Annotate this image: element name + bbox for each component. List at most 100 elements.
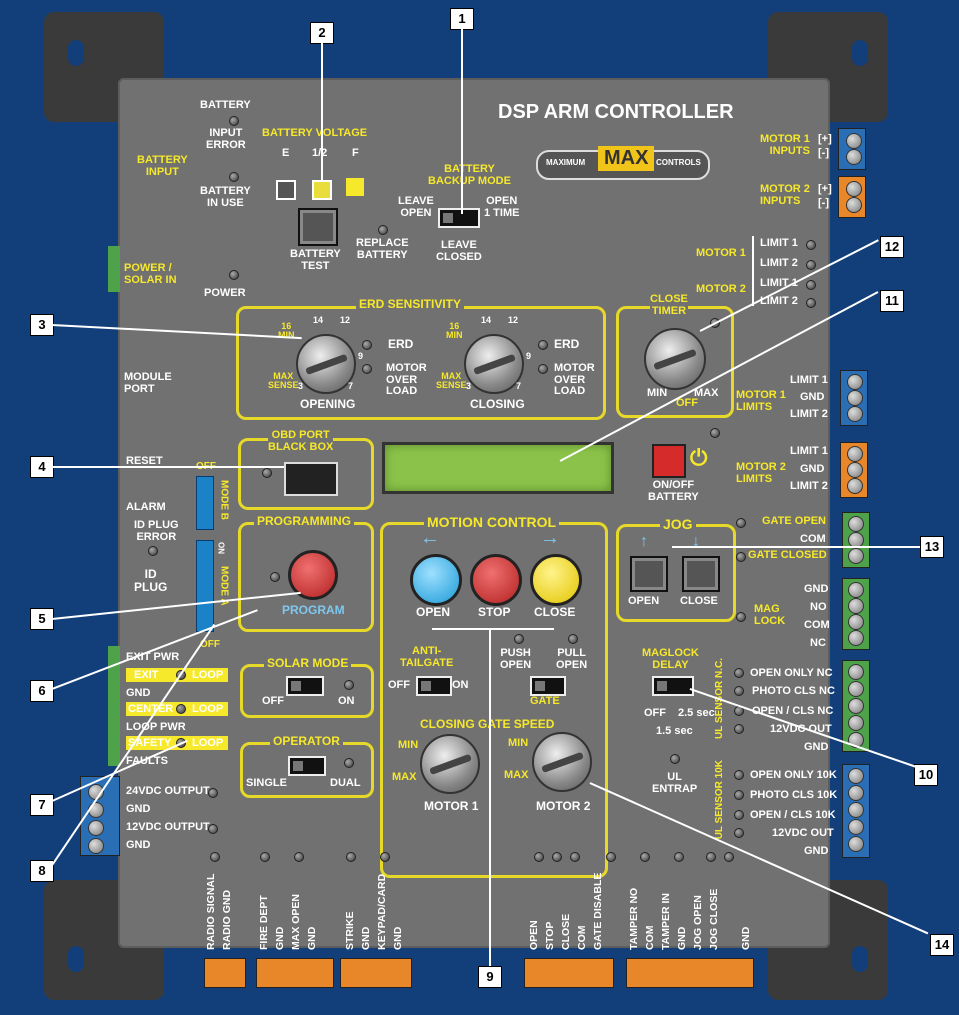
id-plug-error-led <box>148 546 158 556</box>
bottom-led <box>534 852 544 862</box>
bottom-led <box>674 852 684 862</box>
mode-b-dip-switch[interactable] <box>196 476 214 530</box>
safety-label: SAFETY <box>128 737 172 749</box>
terminal-screw-icon[interactable] <box>847 390 863 406</box>
push-open-label: PUSH OPEN <box>500 647 532 671</box>
motor1-minus: [-] <box>818 147 829 159</box>
battery-input-label: BATTERY INPUT <box>137 154 188 178</box>
terminal-screw-icon[interactable] <box>88 838 104 854</box>
operator-switch[interactable] <box>288 756 326 776</box>
id-plug-error-label: ID PLUG ERROR <box>134 519 179 543</box>
gate-closed-led <box>736 552 746 562</box>
in-use-led <box>229 172 239 182</box>
terminal-screw-icon[interactable] <box>847 374 863 390</box>
radio-terminal[interactable] <box>204 958 246 988</box>
motion-close-button[interactable] <box>530 554 582 606</box>
motion-open-label: OPEN <box>416 605 451 619</box>
open-arrow-icon: ← <box>420 527 440 549</box>
jog-title: JOG <box>660 516 696 532</box>
motor2-speed-knob[interactable] <box>532 732 592 792</box>
terminal-screw-icon[interactable] <box>846 149 862 165</box>
bottom-label-close: CLOSE <box>560 913 572 950</box>
jog-close-button[interactable] <box>682 556 720 592</box>
terminal-screw-icon[interactable] <box>848 516 864 532</box>
motor2-limit2-led <box>806 298 816 308</box>
level-f-indicator <box>346 178 364 196</box>
motor1-limit1-led <box>806 240 816 250</box>
center-loop-led <box>176 704 186 714</box>
anti-tailgate-switch[interactable] <box>416 676 452 696</box>
mode-a-dip-switch[interactable] <box>196 540 214 632</box>
motor1-speed-knob[interactable] <box>420 734 480 794</box>
terminal-screw-icon[interactable] <box>88 820 104 836</box>
terminal-screw-icon[interactable] <box>847 462 863 478</box>
terminal-screw-icon[interactable] <box>846 133 862 149</box>
terminal-screw-icon[interactable] <box>848 819 864 835</box>
closing-erd-knob[interactable] <box>464 334 524 394</box>
maglock-delay-switch[interactable] <box>652 676 694 696</box>
closing-erd-label: ERD <box>554 337 580 351</box>
solar-mode-switch[interactable] <box>286 676 324 696</box>
terminal-screw-icon[interactable] <box>848 785 864 801</box>
fire-dept-terminal[interactable] <box>256 958 334 988</box>
tick-12: 12 <box>508 315 519 325</box>
anti-tailgate-label: ANTI- TAILGATE <box>400 645 454 669</box>
close-timer-knob[interactable] <box>644 328 706 390</box>
terminal-screw-icon[interactable] <box>848 664 864 680</box>
maglock-delay-title: MAGLOCK DELAY <box>642 647 699 671</box>
terminal-screw-icon[interactable] <box>848 582 864 598</box>
center-label: CENTER <box>128 703 174 715</box>
strike-keypad-terminal[interactable] <box>340 958 412 988</box>
backup-mode-switch[interactable] <box>438 208 480 228</box>
terminal-screw-icon[interactable] <box>848 715 864 731</box>
speed-m1-max: MAX <box>392 771 417 783</box>
motor2-limits-label: MOTOR 2 LIMITS <box>736 461 786 485</box>
terminal-screw-icon[interactable] <box>847 446 863 462</box>
terminal-screw-icon[interactable] <box>848 548 864 564</box>
terminal-screw-icon[interactable] <box>846 181 862 197</box>
bottom-led <box>552 852 562 862</box>
replace-battery-led <box>378 225 388 235</box>
terminal-screw-icon[interactable] <box>848 532 864 548</box>
motor1-limit2-led <box>806 260 816 270</box>
terminal-screw-icon[interactable] <box>848 614 864 630</box>
mag-no-label: NO <box>810 601 827 613</box>
terminal-screw-icon[interactable] <box>848 630 864 646</box>
bottom-label-open: OPEN <box>528 920 540 950</box>
ul-10k-row-3: OPEN / CLS 10K <box>750 809 836 821</box>
battery-test-button[interactable] <box>298 208 338 246</box>
closing-erd-led <box>538 340 548 350</box>
mag-com-label: COM <box>804 619 830 631</box>
bottom-led <box>294 852 304 862</box>
terminal-screw-icon[interactable] <box>848 768 864 784</box>
mag-gnd-label: GND <box>804 583 829 595</box>
brand-logo: MAXIMUM MAX CONTROLS <box>536 146 710 180</box>
terminal-screw-icon[interactable] <box>848 836 864 852</box>
terminal-screw-icon[interactable] <box>848 598 864 614</box>
terminal-screw-icon[interactable] <box>848 802 864 818</box>
callout-3: 3 <box>30 314 54 336</box>
ul-10k-row-5: GND <box>804 845 829 857</box>
open-stop-close-terminal[interactable] <box>524 958 614 988</box>
power-terminal-strip <box>108 246 120 292</box>
terminal-screw-icon[interactable] <box>846 197 862 213</box>
ul-entrap-label: UL ENTRAP <box>652 771 698 795</box>
program-button[interactable] <box>288 550 338 600</box>
motor1-limits-label: MOTOR 1 LIMITS <box>736 389 786 413</box>
close-timer-min: MIN <box>647 387 668 399</box>
maglock-off: OFF <box>644 707 666 719</box>
motor2-minus: [-] <box>818 197 829 209</box>
usb-port-icon[interactable] <box>284 462 338 496</box>
bottom-label-gate-disable: GATE DISABLE <box>592 872 604 950</box>
motion-stop-button[interactable] <box>470 554 522 606</box>
terminal-screw-icon[interactable] <box>848 681 864 697</box>
motion-open-button[interactable] <box>410 554 462 606</box>
terminal-screw-icon[interactable] <box>848 698 864 714</box>
terminal-screw-icon[interactable] <box>847 406 863 422</box>
jog-open-button[interactable] <box>630 556 668 592</box>
gate-switch[interactable] <box>530 676 566 696</box>
opening-erd-knob[interactable] <box>296 334 356 394</box>
tamper-jog-terminal[interactable] <box>626 958 754 988</box>
terminal-screw-icon[interactable] <box>847 478 863 494</box>
onoff-battery-button[interactable] <box>652 444 686 478</box>
